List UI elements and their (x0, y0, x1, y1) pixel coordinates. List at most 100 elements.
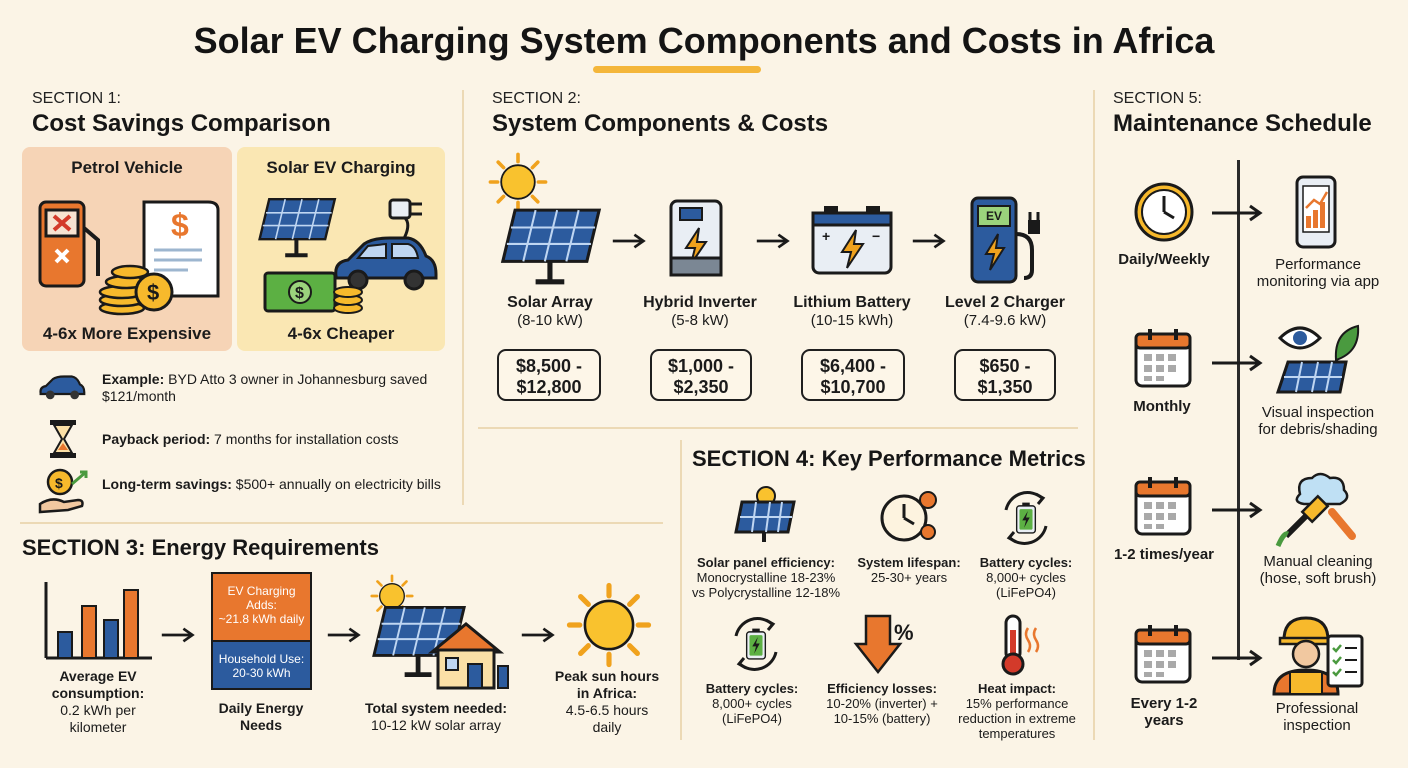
price-line: $1,350 (977, 377, 1033, 397)
page-title: Solar EV Charging System Components and … (193, 20, 1215, 61)
cash-icon: $ (263, 271, 363, 314)
car-icon (39, 375, 86, 400)
section1-heading: Cost Savings Comparison (32, 110, 331, 137)
metric-battery-cycles-2: Battery cycles: 8,000+ cycles (LiFePO4) (690, 681, 814, 726)
calendar-icon (1134, 327, 1192, 388)
svg-text:$: $ (295, 285, 304, 302)
section5-heading: Maintenance Schedule (1113, 110, 1372, 137)
freq-monthly: Monthly (1133, 398, 1191, 415)
metric-solar-efficiency: Solar panel efficiency: Monocrystalline … (688, 555, 844, 600)
component-inverter: Hybrid Inverter (5-8 kW) (630, 294, 770, 329)
household-label: Household Use: (218, 652, 305, 666)
freq-yearly: 1-2 times/year (1113, 546, 1215, 563)
fact-payback: Payback period: 7 months for installatio… (102, 431, 442, 448)
metric-heat-impact: Heat impact: 15% performance reduction i… (950, 681, 1084, 741)
house-icon (427, 622, 509, 690)
svg-text:%: % (894, 620, 914, 645)
price-box-charger: $650 - $1,350 (954, 349, 1056, 401)
fuel-pump-icon (38, 200, 100, 288)
metric-line: Monocrystalline 18-23% (696, 570, 836, 585)
ev-charging-label: Adds: (246, 598, 277, 612)
arrow-icon (326, 627, 360, 643)
metric-title: Solar panel efficiency: (697, 555, 835, 570)
svg-text:$: $ (147, 280, 159, 305)
metric-line: 8,000+ cycles (986, 570, 1066, 585)
metric-title: Efficiency losses: (827, 681, 937, 696)
section1-label: SECTION 1: (32, 90, 121, 107)
consumption-label: Average EV (59, 668, 137, 684)
sun-icon (488, 152, 548, 212)
caption-line: Daily Energy (218, 700, 304, 716)
clock-icon (1134, 182, 1194, 242)
fact-text: $500+ annually on electricity bills (231, 476, 441, 492)
bar-chart-icon (44, 582, 152, 660)
svg-text:−: − (872, 228, 880, 244)
metric-efficiency-losses: Efficiency losses: 10-20% (inverter) + 1… (816, 681, 948, 726)
metric-line: 10-20% (inverter) + (826, 696, 938, 711)
fact-long-term: Long-term savings: $500+ annually on ele… (102, 476, 447, 493)
consumption-text: Average EV consumption: 0.2 kWh per kilo… (28, 668, 168, 736)
section3-heading: SECTION 3: Energy Requirements (22, 535, 379, 560)
metric-line: 15% performance (965, 696, 1069, 711)
freq-line: Every 1-2 (1130, 695, 1198, 712)
divider-2 (1093, 90, 1095, 740)
task-line: inspection (1283, 717, 1351, 734)
metric-battery-cycles: Battery cycles: 8,000+ cycles (LiFePO4) (968, 555, 1084, 600)
total-label: Total system needed: (364, 700, 508, 716)
divider-4 (20, 522, 663, 524)
task-line: Professional (1275, 700, 1359, 717)
metric-title: Battery cycles: (705, 681, 799, 696)
divider-1 (462, 90, 464, 505)
freq-line: years (1144, 712, 1184, 729)
ev-charging-label: EV Charging (227, 584, 296, 598)
hourglass-icon (50, 420, 76, 458)
component-spec: (8-10 kW) (517, 312, 583, 329)
ev-charger-icon (970, 196, 1040, 284)
caption-line: Needs (239, 717, 283, 733)
price-box-solar: $8,500 - $12,800 (497, 349, 601, 401)
arrow-icon (611, 233, 645, 249)
money-hand-icon: $ (38, 468, 88, 514)
coins-icon: $ (98, 264, 174, 316)
household-block: Household Use: 20-30 kWh (211, 640, 312, 690)
ev-charging-value: ~21.8 kWh daily (218, 612, 305, 626)
timeline-line (1237, 160, 1240, 660)
task-visual-inspection: Visual inspection for debris/shading (1246, 404, 1390, 438)
divider-3 (680, 440, 682, 740)
daily-energy-caption: Daily Energy Needs (200, 700, 322, 734)
arrow-icon (1212, 354, 1263, 372)
bill-icon: $ (142, 200, 220, 298)
task-line: monitoring via app (1256, 273, 1380, 290)
price-line: $8,500 - (515, 356, 583, 376)
arrow-icon (1212, 204, 1263, 222)
total-value: 10-12 kW solar array (371, 717, 501, 733)
solar-panel-icon (258, 197, 337, 258)
petrol-caption: 4-6x More Expensive (42, 324, 212, 343)
arrow-icon (755, 233, 789, 249)
metric-line: reduction in extreme (958, 711, 1076, 726)
task-line: (hose, soft brush) (1259, 570, 1377, 587)
task-cleaning: Manual cleaning (hose, soft brush) (1246, 553, 1390, 587)
price-line: $650 - (979, 356, 1031, 376)
metric-line: (LiFePO4) (722, 711, 782, 726)
ev-badge: EV (985, 209, 1002, 223)
arrow-icon (160, 627, 194, 643)
petrol-title: Petrol Vehicle (71, 158, 183, 177)
component-spec: (5-8 kW) (671, 312, 729, 329)
freq-daily: Daily/Weekly (1118, 251, 1210, 268)
price-line: $1,000 - (667, 356, 735, 376)
down-arrow-percent-icon: % (853, 614, 914, 675)
sun-hours-text: Peak sun hours in Africa: 4.5-6.5 hours … (542, 668, 672, 736)
component-battery: Lithium Battery (10-15 kWh) (780, 294, 924, 329)
price-line: $6,400 - (819, 356, 887, 376)
eye-panel-icon (1275, 324, 1360, 394)
metric-line: vs Polycrystalline 12-18% (691, 585, 841, 600)
metric-title: Battery cycles: (979, 555, 1073, 570)
inverter-icon (669, 199, 723, 277)
section5-label: SECTION 5: (1113, 90, 1202, 107)
household-value: 20-30 kWh (232, 666, 291, 680)
solar-title: Solar EV Charging (266, 158, 416, 177)
fact-label: Long-term savings: (102, 476, 232, 492)
task-monitoring: Performance monitoring via app (1248, 256, 1388, 290)
svg-text:+: + (822, 228, 830, 244)
